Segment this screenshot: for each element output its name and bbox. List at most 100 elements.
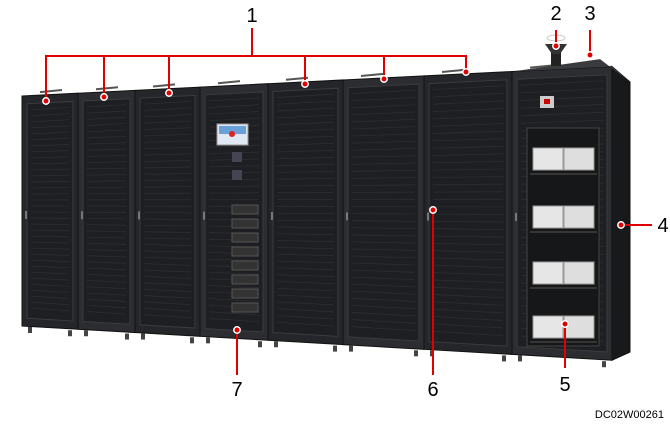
door-perforation [30,119,70,123]
callout-dot [462,68,470,76]
door-perforation [30,229,70,232]
callout-dot [233,326,241,334]
door-handle [427,212,429,221]
door-perforation [143,288,192,293]
door-perforation [30,247,70,250]
door-perforation [432,308,504,314]
door-perforation [208,104,260,108]
door-perforation [276,100,335,105]
door-perforation [30,131,70,135]
door-perforation [351,89,416,95]
door-perforation [30,150,70,153]
door-perforation [276,226,335,229]
door-perforation [276,246,335,250]
breaker-module [231,246,259,257]
cabinet-foot [518,355,522,362]
door-perforation [86,249,127,252]
door-perforation [351,290,416,295]
cabinet-foot [28,327,32,333]
battery-module [563,261,595,285]
door-perforation [351,276,416,280]
door-perforation [143,231,192,233]
cabinet-foot [602,361,606,368]
battery-module [532,147,564,171]
door-perforation [30,307,70,312]
door-perforation [86,104,127,108]
door-perforation [276,281,335,285]
door-perforation [432,115,504,120]
door-perforation [351,234,416,237]
door-perforation [143,173,192,175]
door-perforation [86,286,127,290]
cabinet-foot [141,333,145,340]
figure-code: DC02W00261 [595,409,664,421]
door-perforation [86,298,127,302]
door-handle [271,211,273,220]
callout-dot [42,97,50,105]
door-perforation [30,235,70,238]
door-perforation [432,330,504,337]
door-perforation [30,283,70,287]
door-perforation [432,85,504,91]
door-perforation [520,119,604,124]
door-perforation [520,80,604,86]
door-perforation [432,257,504,261]
screen-banner [219,126,246,134]
door-perforation [351,304,416,310]
door-perforation [276,164,335,166]
door-perforation [86,180,127,182]
callout-dot [561,320,569,328]
door-perforation [276,294,335,299]
door-perforation [276,321,335,327]
callout-dot [301,80,309,88]
door-perforation [86,255,127,258]
cabinet-door [347,83,420,342]
door-perforation [143,153,192,156]
door-perforation [208,271,260,275]
cabinet-foot [258,341,262,348]
door-perforation [208,165,260,168]
battery-module [532,315,564,339]
battery-module [563,315,595,339]
door-perforation [432,161,504,164]
door-perforation [143,269,192,273]
door-perforation [86,230,127,232]
door-perforation [143,179,192,182]
door-perforation [276,301,335,306]
door-perforation [276,171,335,173]
door-perforation [351,326,416,331]
door-perforation [30,265,70,269]
door-perforation [276,260,335,264]
door-perforation [143,166,192,169]
door-perforation [276,253,335,257]
door-perforation [143,146,192,150]
door-perforation [351,241,416,244]
door-perforation [30,144,70,147]
door-perforation [208,298,260,302]
door-perforation [143,120,192,124]
callout-dot [165,89,173,97]
top-vent [152,83,176,88]
door-handle [81,211,83,220]
callout-label-5: 5 [559,374,570,396]
door-perforation [86,261,127,264]
door-perforation [143,127,192,131]
door-perforation [276,149,335,153]
screen-logo [229,131,235,137]
door-perforation [208,117,260,122]
door-perforation [351,148,416,151]
door-perforation [432,138,504,142]
door-perforation [351,220,416,222]
alarm-light [544,99,550,104]
callout-label-6: 6 [427,379,438,401]
door-perforation [143,107,192,111]
door-perforation [432,301,504,306]
door-perforation [143,307,192,312]
door-perforation [30,259,70,262]
door-perforation [351,269,416,273]
cabinet-door [26,100,74,322]
callout-dot [380,75,388,83]
callout-dot [429,206,437,214]
door-perforation [143,250,192,253]
